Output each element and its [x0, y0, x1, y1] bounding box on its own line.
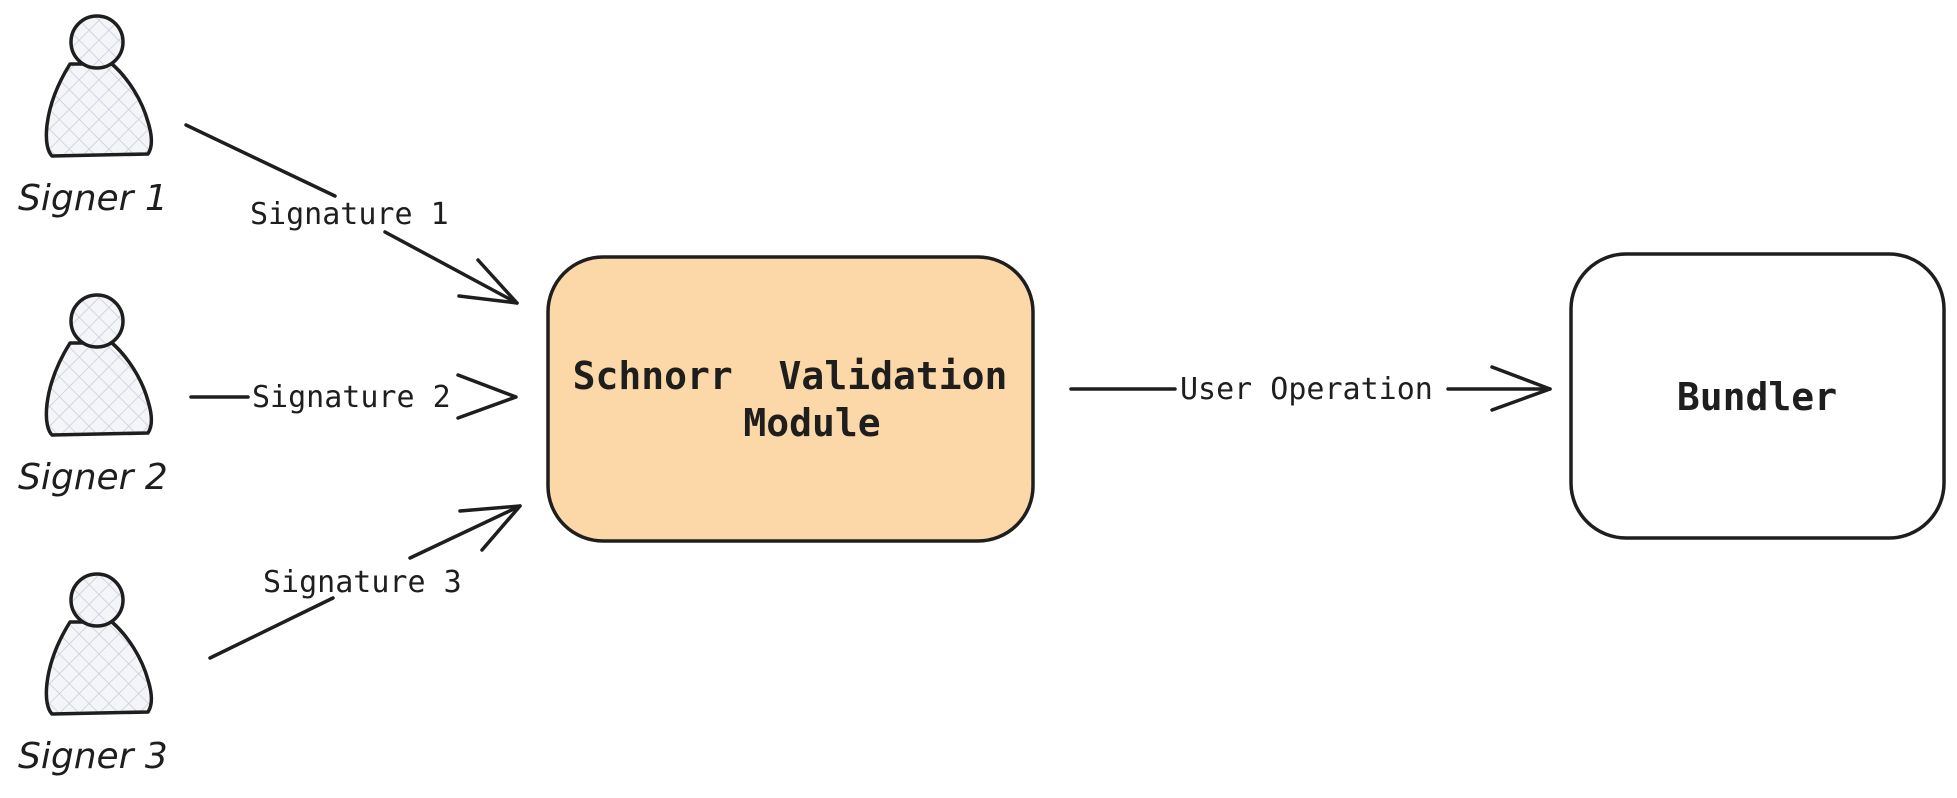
validation-module-node: Schnorr Validation Module	[546, 255, 1035, 543]
validation-module-title-line1: Schnorr Validation	[573, 354, 1008, 398]
edge-signature-2: Signature 2	[189, 373, 518, 420]
signer-label-3: Signer 3	[18, 736, 168, 777]
edge-line	[208, 596, 335, 660]
bundler-title: Bundler	[1677, 375, 1837, 419]
signer-1: Signer 1	[18, 14, 168, 219]
signer-2: Signer 2	[18, 293, 168, 498]
edge-line	[184, 123, 337, 198]
edge-label-user-operation: User Operation	[1180, 372, 1433, 407]
arrowhead-icon	[456, 373, 518, 420]
edge-line	[383, 230, 519, 305]
edge-label-signature-3: Signature 3	[263, 565, 462, 600]
person-icon	[44, 293, 154, 437]
arrowhead-icon	[458, 504, 522, 552]
arrowhead-icon	[1490, 365, 1552, 412]
edge-label-signature-2: Signature 2	[252, 380, 451, 415]
signer-label-1: Signer 1	[18, 178, 168, 219]
bundler-node: Bundler	[1569, 252, 1946, 540]
bundler-box	[1569, 252, 1946, 540]
edge-signature-3: Signature 3	[208, 504, 522, 660]
edge-label-signature-1: Signature 1	[250, 197, 449, 232]
edge-signature-1: Signature 1	[184, 123, 519, 305]
signer-3: Signer 3	[18, 572, 168, 777]
arrowhead-icon	[457, 258, 519, 305]
validation-module-box	[546, 255, 1035, 543]
validation-module-title-line2: Module	[743, 401, 880, 445]
person-icon	[44, 14, 154, 158]
edge-line	[408, 504, 522, 560]
edge-user-operation: User Operation	[1069, 365, 1552, 412]
signer-label-2: Signer 2	[18, 457, 168, 498]
person-icon	[44, 572, 154, 716]
